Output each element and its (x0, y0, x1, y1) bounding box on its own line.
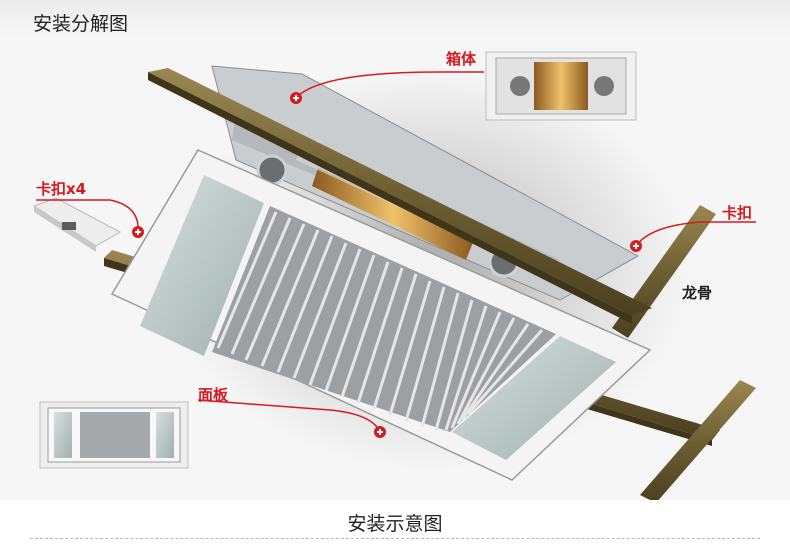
keel-bar-upper (148, 68, 652, 316)
page-title: 安装分解图 (33, 13, 129, 35)
label-clip: 卡扣 (722, 204, 753, 222)
keel-bar-vertical-2 (640, 380, 756, 500)
inset-clip-thumbnail (32, 197, 122, 252)
label-keel: 龙骨 (682, 284, 713, 302)
heater-exploded-illustration (32, 51, 756, 500)
label-panel: 面板 (198, 386, 229, 404)
grille-slats (216, 211, 544, 431)
inset-panel-thumbnail (39, 401, 189, 469)
inset-box-thumbnail (485, 51, 637, 121)
box-heater-lamp (312, 168, 474, 260)
panel-glass-right (452, 336, 616, 460)
panel-glass-left (140, 175, 264, 356)
bottom-divider (30, 538, 760, 539)
illustration (0, 40, 790, 500)
title-bar: 安装分解图 (0, 0, 790, 40)
caption: 安装示意图 (347, 513, 443, 535)
label-box: 箱体 (446, 50, 477, 68)
label-clip-x4: 卡扣x4 (36, 180, 87, 198)
callout-markers (132, 92, 642, 438)
box-housing (211, 65, 640, 301)
